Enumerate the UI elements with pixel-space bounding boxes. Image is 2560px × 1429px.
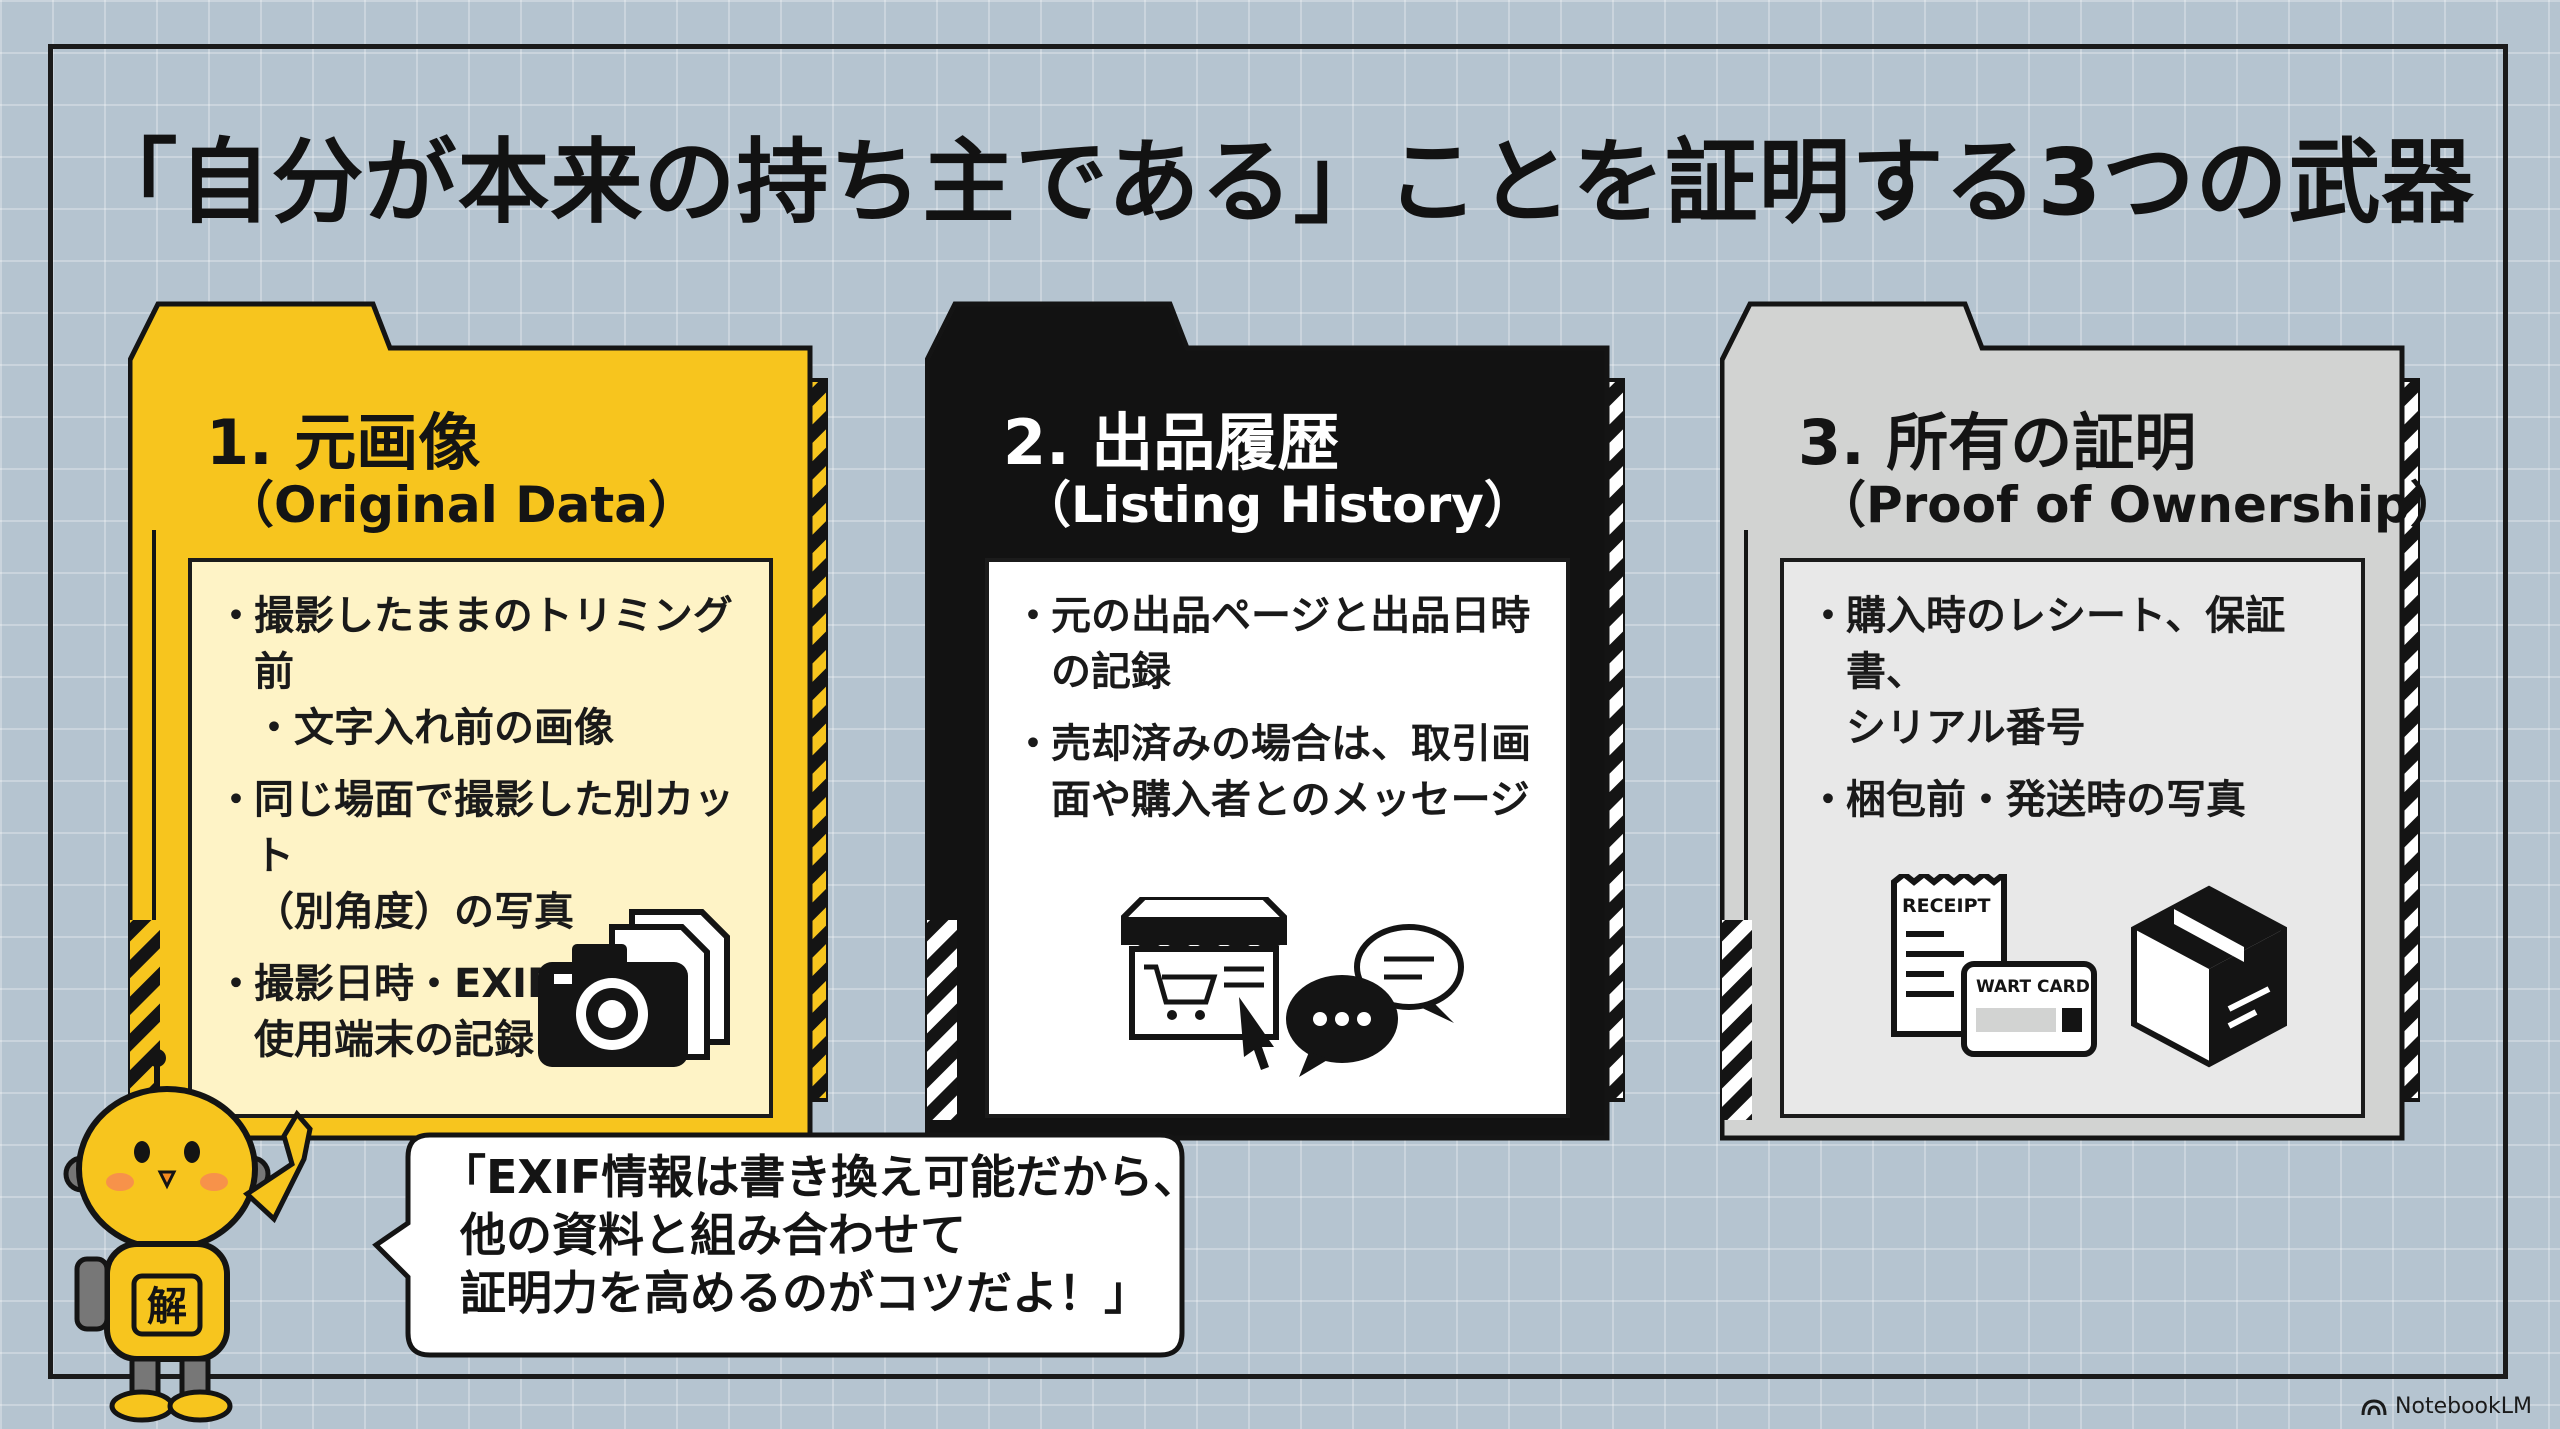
card-subheading: （Original Data） [224, 476, 698, 534]
receipt-label: RECEIPT [1902, 895, 1991, 917]
slide-title: 「自分が本来の持ち主である」ことを証明する3つの武器 [85, 129, 2475, 236]
list-item: 撮影したままのトリミング前・文字入れ前の画像 [216, 588, 769, 756]
card-heading: 3. 所有の証明 [1798, 406, 2197, 479]
notebooklm-logo-icon [2361, 1398, 2387, 1415]
card-subheading: （Listing History） [1021, 476, 1534, 534]
list-item: 同じ場面で撮影した別カット（別角度）の写真 [216, 772, 769, 940]
speech-text: 「EXIF情報は書き換え可能だから、 他の資料と組み合わせて 証明力を高めるのが… [440, 1148, 1199, 1322]
card-body: 撮影したままのトリミング前・文字入れ前の画像 同じ場面で撮影した別カット（別角度… [188, 558, 773, 1118]
card-body: 購入時のレシート、保証書、シリアル番号 梱包前・発送時の写真 RECEIPT W… [1780, 558, 2365, 1118]
folder-proof-of-ownership: 3. 所有の証明 （Proof of Ownership） 購入時のレシート、保… [1720, 300, 2460, 1145]
brand-name: NotebookLM [2395, 1394, 2532, 1419]
slide-frame [48, 44, 2508, 1379]
folder-original-data: 1. 元画像 （Original Data） 撮影したままのトリミング前・文字入… [128, 300, 828, 1145]
mascot-robot-chick: 解 [63, 1049, 313, 1423]
brand-watermark: NotebookLM [2361, 1394, 2532, 1419]
list-item: 梱包前・発送時の写真 [1808, 772, 2361, 828]
card-label: WART CARD [1976, 977, 2090, 997]
card-heading: 1. 元画像 [206, 406, 481, 479]
card-subheading: （Proof of Ownership） [1816, 476, 2460, 534]
speech-line: 「EXIF情報は書き換え可能だから、 [440, 1150, 1200, 1204]
receipt-card-box-icon: RECEIPT WART CARD [1891, 874, 2287, 1068]
bullet-list: 購入時のレシート、保証書、シリアル番号 梱包前・発送時の写真 [1784, 562, 2361, 828]
card-heading: 2. 出品履歴 [1003, 406, 1340, 479]
shop-and-chat-icon [1121, 897, 1464, 1077]
mascot-badge: 解 [147, 1284, 187, 1330]
speech-line: 他の資料と組み合わせて [460, 1208, 966, 1262]
speech-line: 証明力を高めるのがコツだよ！」 [460, 1266, 1150, 1320]
camera-icon [538, 909, 730, 1067]
folder-listing-history: 2. 出品履歴 （Listing History） 元の出品ページと出品日時の記… [925, 300, 1625, 1145]
list-item: 購入時のレシート、保証書、シリアル番号 [1808, 588, 2361, 756]
speech-bubble [372, 1132, 1185, 1358]
